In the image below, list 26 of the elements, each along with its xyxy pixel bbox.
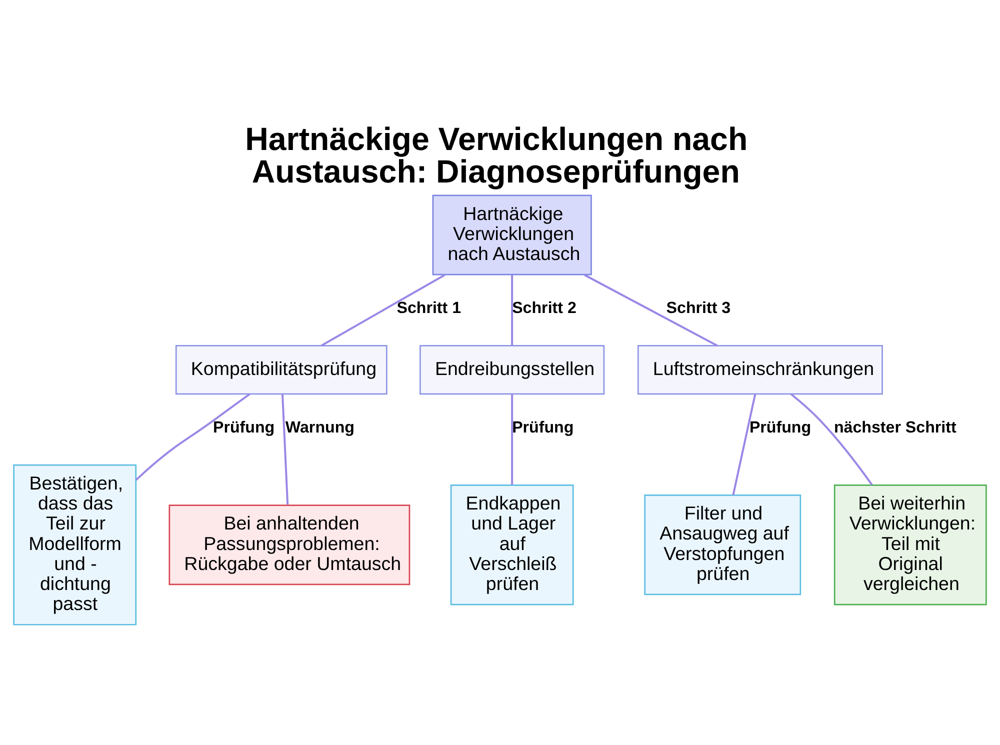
- connector: [320, 274, 446, 346]
- edge-label: Schritt 3: [666, 298, 731, 317]
- connector: [511, 394, 514, 485]
- node-box: Bei weiterhin Verwicklungen: Teil mit Original vergleichen: [834, 484, 987, 606]
- connector: [135, 393, 250, 481]
- edge-label: Schritt 2: [512, 298, 576, 317]
- edge-label: Schritt 1: [396, 298, 462, 317]
- edge-label: nächster Schritt: [834, 418, 956, 436]
- node-box: Endkappen und Lager auf Verschleiß prüfen: [450, 484, 574, 606]
- edge-label: Warnung: [285, 418, 354, 436]
- node-box: Endreibungsstellen: [420, 345, 605, 395]
- connector: [511, 274, 514, 346]
- edge-label: Prüfung: [749, 418, 812, 436]
- edge-label: Prüfung: [512, 418, 574, 436]
- diagram-title: Hartnäckige Verwicklungen nach Austausch: Diagnoseprüfungen: [245, 121, 748, 190]
- connector: [584, 274, 718, 346]
- connector: [281, 394, 289, 505]
- node-box: Kompatibilitätsprüfung: [175, 345, 388, 395]
- node-box: Filter und Ansaugweg auf Verstopfungen prüfen: [644, 494, 802, 596]
- connector: [732, 394, 756, 496]
- node-box: Bestätigen, dass das Teil zur Modellform und - dichtung passt: [13, 464, 137, 626]
- node-box: Luftstromeinschränkungen: [637, 345, 883, 395]
- node-box: Bei anhaltenden Passungsproblemen: Rückgabe oder Umtausch: [168, 504, 410, 586]
- edge-label: Prüfung: [212, 418, 275, 436]
- node-box: Hartnäckige Verwicklungen nach Austausch: [432, 194, 592, 276]
- connector: [790, 393, 873, 486]
